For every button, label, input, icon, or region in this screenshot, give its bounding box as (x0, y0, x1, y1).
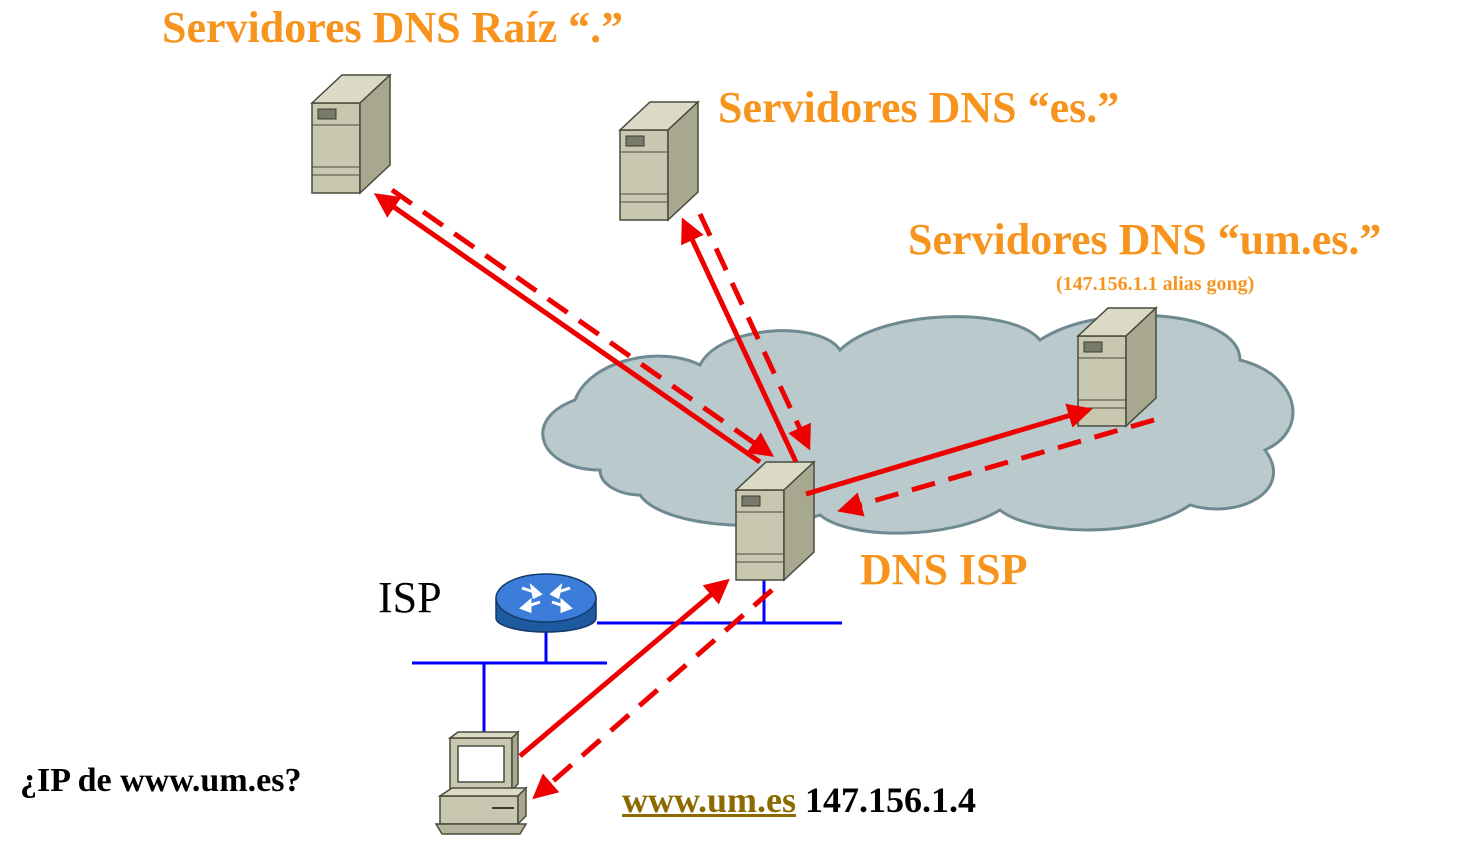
dns-arrows (373, 187, 1155, 800)
arrow-query-umes (805, 403, 1093, 497)
arrow-response-root (390, 187, 775, 457)
root-servers-label: Servidores DNS Raíz “.” (162, 3, 624, 52)
arrow-response-es (697, 212, 811, 451)
arrow-query-root (373, 193, 762, 465)
query-answer: www.um.es 147.156.1.4 (622, 782, 976, 818)
umes-servers-note: (147.156.1.1 alias gong) (1056, 273, 1255, 295)
router-icon (495, 573, 597, 633)
es-servers-label: Servidores DNS “es.” (718, 83, 1120, 132)
query-question: ¿IP de www.um.es? (20, 762, 302, 799)
workstation-icon (434, 730, 528, 835)
arrow-query-es (681, 217, 799, 464)
isp-label: ISP (378, 573, 442, 622)
network-links (412, 575, 842, 740)
server-icon-root (311, 74, 391, 194)
server-icon-umes (1077, 307, 1157, 427)
server-icon-es (619, 101, 699, 221)
umes-servers-label: Servidores DNS “um.es.” (908, 215, 1382, 264)
dns-isp-label: DNS ISP (860, 545, 1028, 594)
answer-ip: 147.156.1.4 (805, 780, 977, 820)
arrow-response-client (532, 588, 774, 800)
server-icon-dns-isp (735, 461, 815, 581)
arrow-query-client (518, 578, 730, 758)
cloud-icon (541, 313, 1295, 535)
arrow-response-umes (837, 417, 1155, 517)
answer-host-link[interactable]: www.um.es (622, 780, 797, 820)
